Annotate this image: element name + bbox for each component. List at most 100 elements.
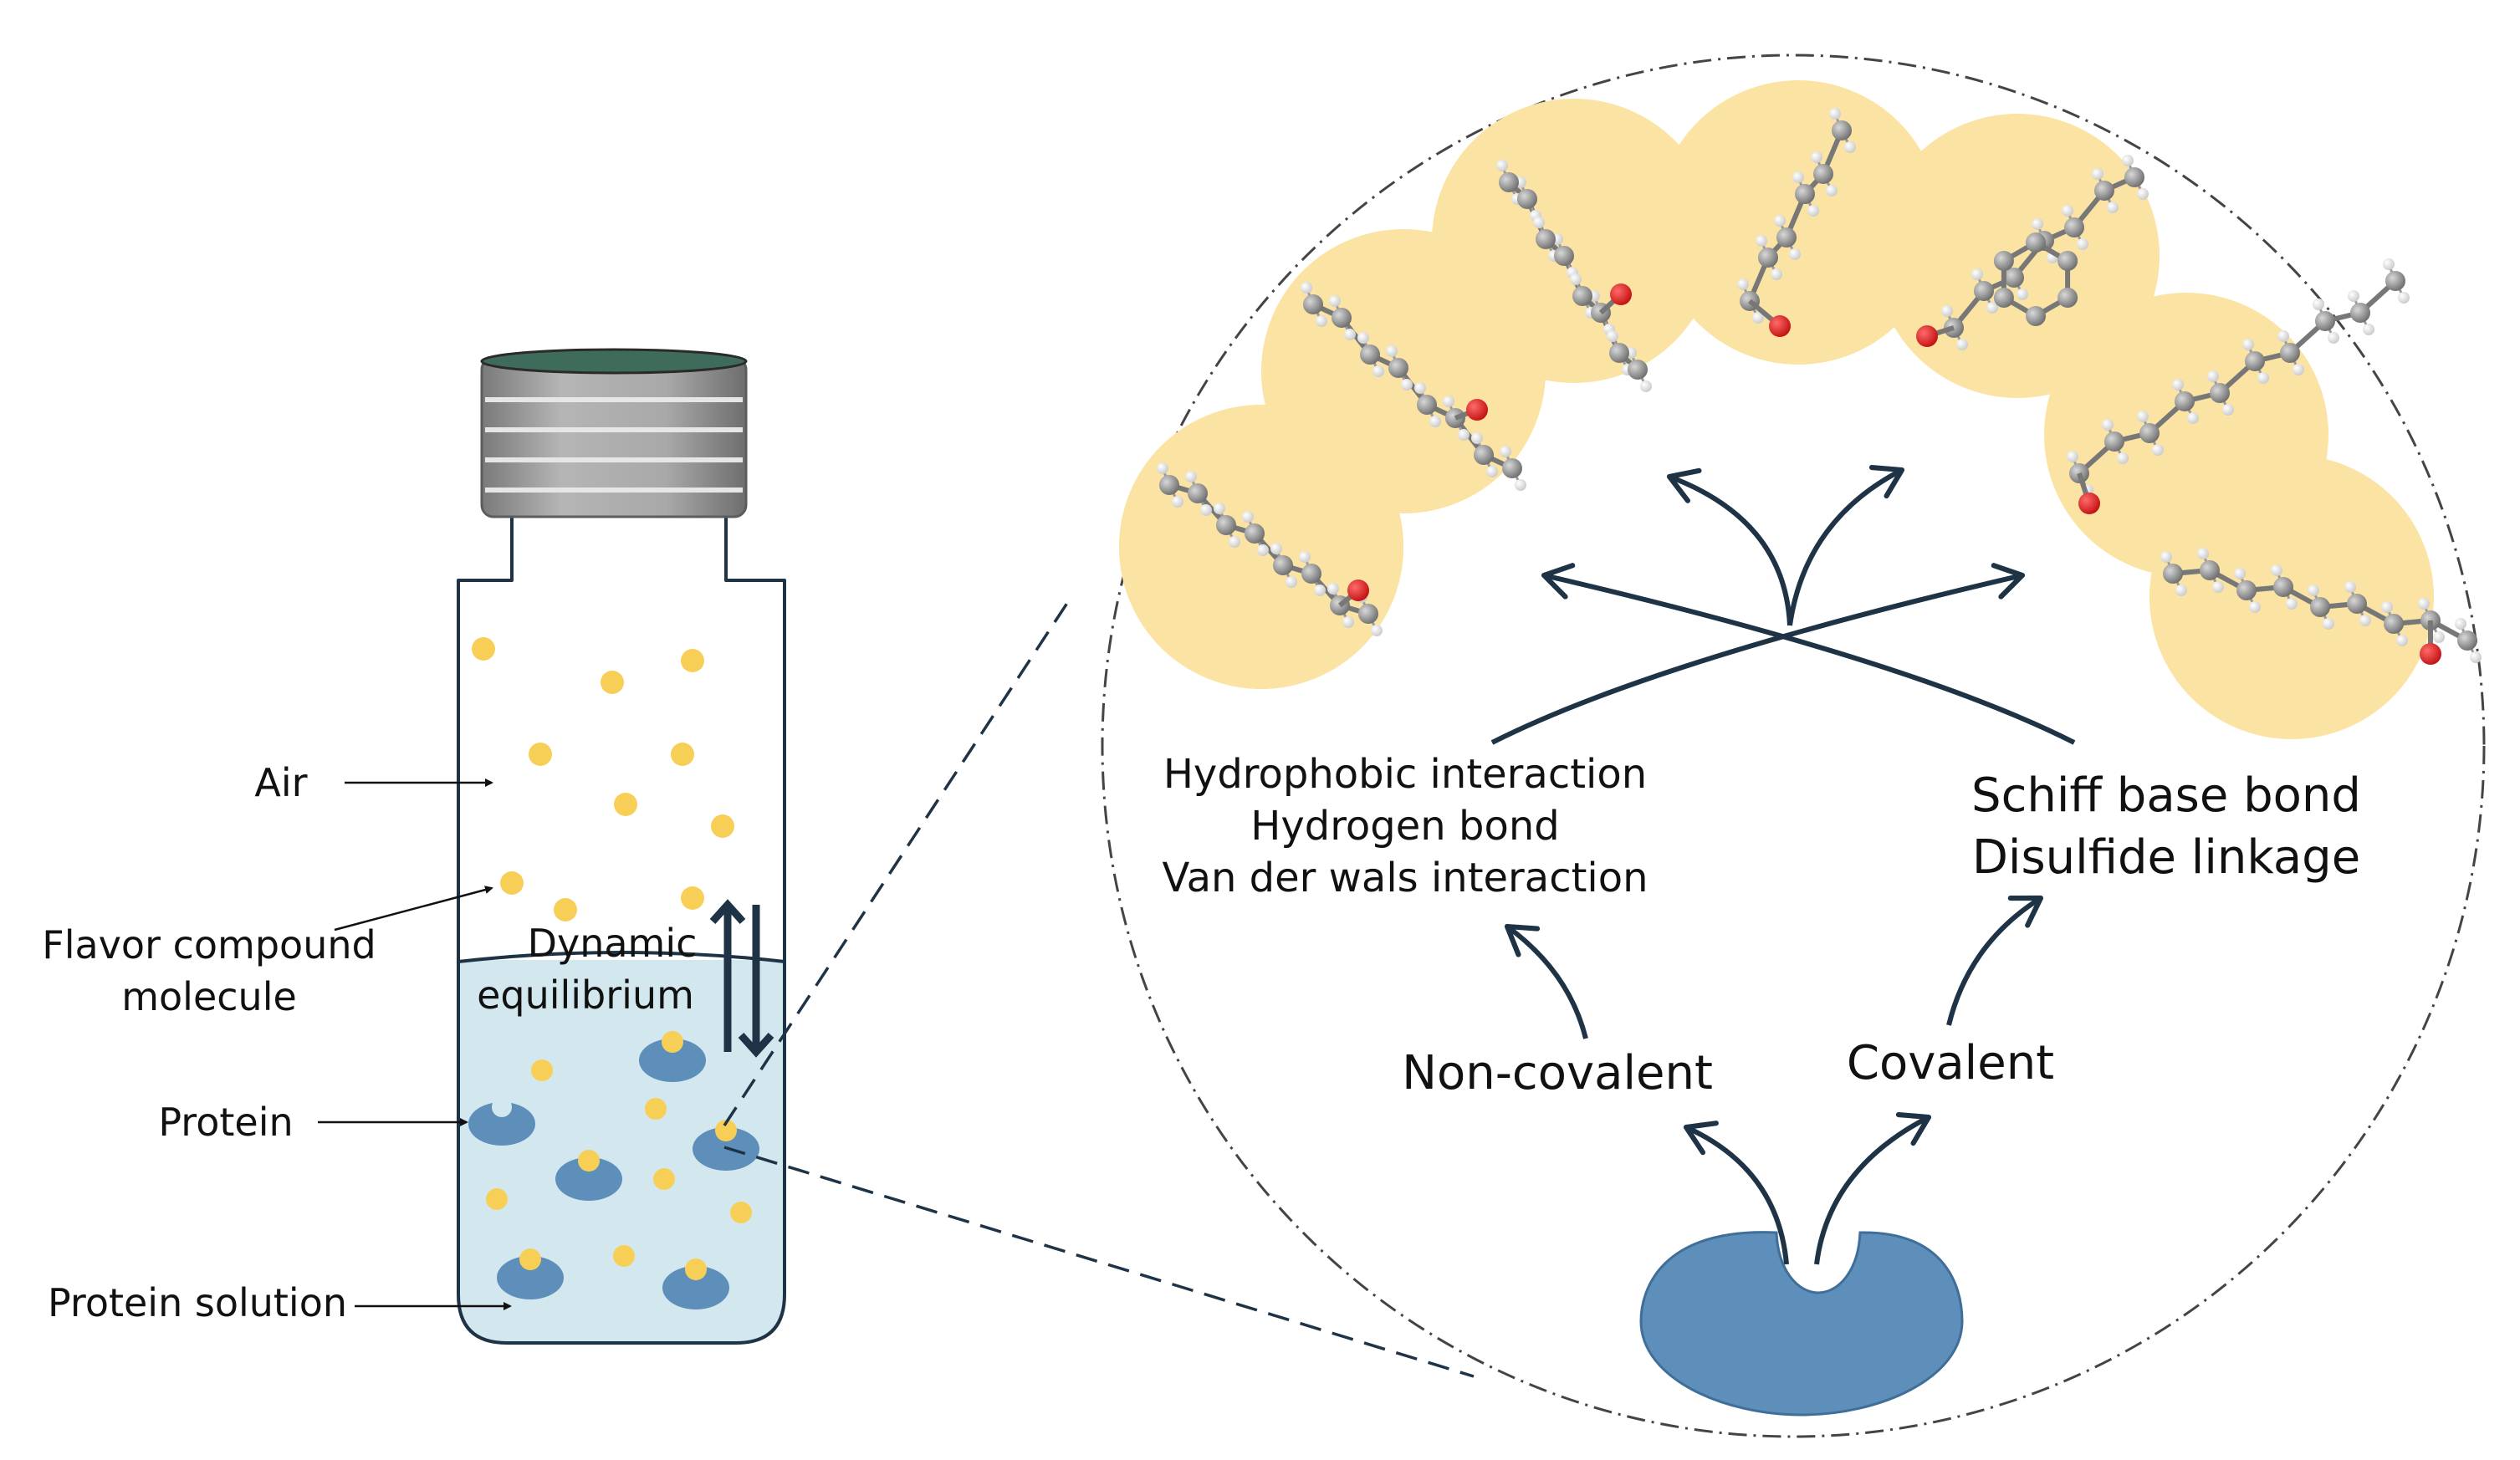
flavor-dot (681, 886, 704, 910)
hydrogen-atom (2323, 618, 2334, 630)
noncovalent-type-2: Hydrogen bond (1250, 803, 1559, 850)
flavor-dot (711, 814, 734, 838)
hydrogen-atom (1185, 471, 1197, 482)
hydrogen-atom (1214, 503, 1225, 514)
arrow-covalent (1946, 895, 2044, 1026)
oxygen-atom (1769, 315, 1791, 337)
protein-body (497, 1256, 564, 1299)
hydrogen-atom (2017, 288, 2028, 300)
hydrogen-atom (2152, 444, 2164, 456)
carbon-atom (2310, 597, 2330, 617)
carbon-atom (2124, 167, 2144, 187)
hydrogen-atom (1756, 235, 1767, 247)
flavor-dot (500, 871, 524, 895)
hydrogen-atom (2160, 551, 2172, 563)
zoom-connector-bottom (723, 1146, 1475, 1378)
carbon-atom (2175, 391, 2195, 411)
binding-pocket (492, 1097, 512, 1117)
molecule-7 (2160, 548, 2482, 665)
air-flavor-molecules (472, 637, 734, 921)
protein-large (1639, 1231, 1964, 1417)
carbon-atom (2004, 268, 2024, 288)
oxygen-atom (1347, 579, 1369, 601)
carbon-atom (1301, 564, 1321, 584)
label-covalent: Covalent (1847, 1036, 2054, 1090)
carbon-atom (1474, 445, 1494, 465)
carbon-atom (2385, 271, 2405, 291)
hydrogen-atom (2359, 615, 2371, 626)
molecule-4 (1737, 108, 1856, 337)
hydrogen-atom (2293, 364, 2304, 375)
carbon-atom (1609, 343, 1629, 363)
carbon-atom (2236, 580, 2257, 600)
vial-protein (497, 1248, 564, 1299)
hydrogen-atom (1458, 429, 1470, 441)
hydrogen-atom (1257, 544, 1269, 556)
carbon-atom (2350, 303, 2370, 323)
carbon-atom (2094, 181, 2114, 201)
carbon-atom (1974, 281, 1994, 301)
hydrogen-atom (1737, 278, 1749, 290)
carbon-atom (1776, 227, 1797, 248)
hydrogen-atom (2277, 330, 2289, 342)
label-protein: Protein (158, 1100, 293, 1145)
carbon-atom (1360, 345, 1380, 365)
hydrogen-atom (1443, 396, 1454, 407)
hydrogen-atom (1774, 215, 1786, 227)
carbon-atom (1499, 172, 1519, 192)
flavor-dot (613, 1245, 635, 1267)
oxygen-atom (2078, 493, 2100, 514)
molecule-1 (1157, 462, 1383, 636)
bound-flavor-dot (715, 1120, 737, 1141)
arrow-fan-right (1787, 465, 1905, 626)
carbon-atom (2273, 577, 2293, 597)
arrow-cross-left-up (1490, 563, 2026, 745)
hydrogen-atom (1200, 504, 1212, 516)
label-equilibrium: equilibrium (477, 972, 694, 1018)
arrow-protein-left (1683, 1121, 1789, 1265)
hydrogen-atom (2271, 564, 2282, 576)
carbon-atom (1159, 475, 1179, 495)
hydrogen-atom (1570, 273, 1582, 285)
hydrogen-atom (2313, 299, 2324, 310)
hydrogen-atom (1829, 108, 1841, 120)
bound-flavor-dot (685, 1258, 707, 1280)
hydrogen-atom (1956, 339, 1968, 350)
carbon-atom (2457, 630, 2477, 651)
hydrogen-atom (1486, 466, 1498, 477)
covalent-type-1: Schiff base bond (1971, 768, 2361, 823)
noncovalent-type-3: Van der wals interaction (1162, 855, 1648, 901)
hydrogen-atom (1533, 217, 1545, 228)
carbon-atom (1216, 515, 1236, 535)
carbon-atom (1358, 604, 1378, 624)
hydrogen-atom (1792, 171, 1804, 183)
vial-proteins (468, 1031, 759, 1309)
hydrogen-atom (1371, 625, 1383, 636)
hydrogen-atom (1941, 305, 1953, 317)
hydrogen-atom (2470, 651, 2482, 663)
hydrogen-atom (2172, 379, 2184, 391)
vial-protein (468, 1097, 535, 1146)
hydrogen-atom (1844, 141, 1856, 153)
hydrogen-atom (2286, 598, 2298, 610)
flavor-halo (1656, 80, 1940, 365)
hydrogen-atom (1301, 282, 1312, 294)
hydrogen-atom (1286, 576, 1297, 588)
hydrogen-atom (1500, 446, 1511, 457)
carbon-atom (1517, 189, 1537, 209)
molecule-2 (1301, 282, 1526, 491)
hydrogen-atom (1607, 330, 1618, 342)
carbon-atom (1273, 555, 1293, 575)
hydrogen-atom (2257, 372, 2269, 384)
carbon-atom (1628, 360, 1648, 380)
carbon-atom (1388, 358, 1408, 378)
vial-protein (555, 1150, 622, 1201)
protein-body (639, 1039, 706, 1082)
hydrogen-atom (1986, 302, 1998, 314)
hydrogen-atom (2234, 568, 2246, 579)
flavor-dot (645, 1098, 667, 1120)
carbon-atom (2026, 232, 2046, 253)
hydrogen-atom (1299, 551, 1311, 563)
